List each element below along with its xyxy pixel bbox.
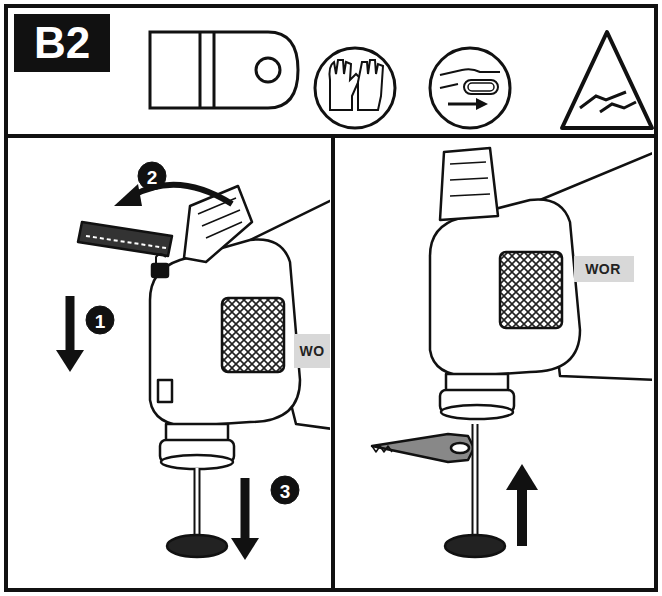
frame bbox=[6, 6, 656, 590]
callout-number: 1 bbox=[95, 312, 106, 331]
motion-arrows bbox=[56, 162, 299, 560]
callout-number: 2 bbox=[147, 168, 158, 187]
divider bbox=[331, 136, 335, 590]
tool-left bbox=[78, 186, 330, 557]
step-badge: B2 bbox=[14, 14, 110, 72]
tool-right bbox=[372, 148, 652, 557]
callout-number: 3 bbox=[280, 482, 291, 501]
brand-mark: WO bbox=[299, 344, 324, 358]
warning-icon bbox=[562, 32, 652, 128]
gloves-icon bbox=[315, 48, 395, 128]
motion-arrow bbox=[506, 464, 538, 546]
blade-icon bbox=[150, 32, 298, 108]
step-label: B2 bbox=[34, 21, 90, 65]
slide-icon bbox=[430, 48, 510, 128]
brand-mark: WOR bbox=[585, 262, 621, 276]
